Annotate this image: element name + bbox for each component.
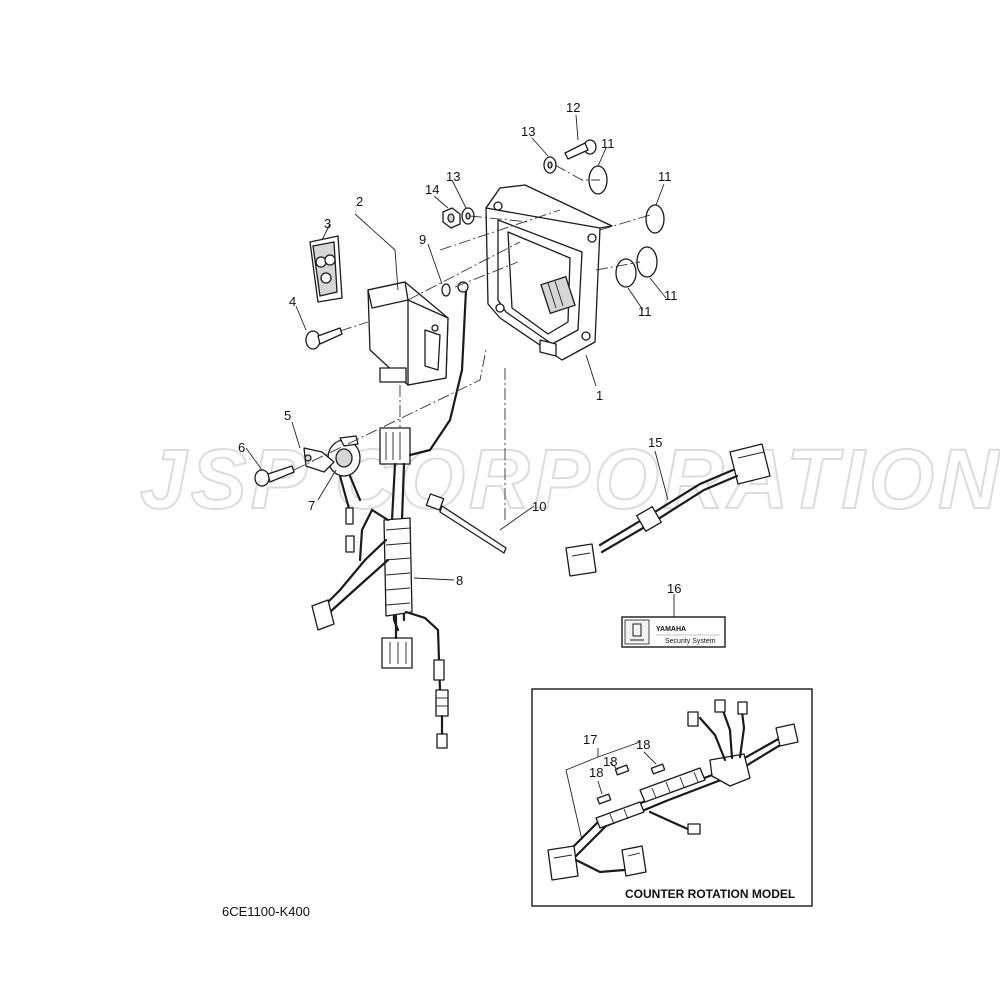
part-cable-tie [425,493,507,554]
callout-4: 4 [289,294,296,309]
callout-7: 7 [308,498,315,513]
callout-18b: 18 [603,754,617,769]
callout-1: 1 [596,388,603,403]
callout-2: 2 [356,194,363,209]
callout-3: 3 [324,216,331,231]
part-label-sticker: YAMAHA Security System [621,616,726,648]
watermark-text: JSP CORPORATION [140,432,1000,526]
part-control-unit [367,281,449,386]
callout-5: 5 [284,408,291,423]
callout-18a: 18 [589,765,603,780]
part-bolt-12 [564,139,597,160]
callout-10: 10 [532,499,546,514]
part-extension-lead [565,443,771,577]
part-screw-4 [305,327,343,350]
callout-17: 17 [583,732,597,747]
part-washers-13 [461,156,557,225]
sticker-line: Security System [665,638,716,645]
callouts: 1 2 3 4 5 6 7 8 9 10 11 11 11 11 12 13 1… [238,100,681,596]
part-buzzer [327,435,362,525]
watermark: JSP CORPORATION [139,431,1000,527]
callout-11d: 11 [638,304,652,319]
callout-13b: 13 [446,169,460,184]
inset-panel: 17 18 18 18 COUNTER ROTATION MODEL [531,688,813,907]
sticker-brand: YAMAHA [656,626,686,633]
callout-15: 15 [648,435,662,450]
part-washer-9 [441,283,451,297]
callout-11b: 11 [658,169,672,184]
part-wire-harness [311,281,469,749]
callout-13a: 13 [521,124,535,139]
callout-14: 14 [425,182,439,197]
part-housing [485,184,613,361]
part-nut-14 [442,207,461,229]
callout-18c: 18 [636,737,650,752]
part-key-fob [309,235,343,303]
inset-title: COUNTER ROTATION MODEL [625,887,795,901]
diagram-code: 6CE1100-K400 [222,904,310,919]
callout-12: 12 [566,100,580,115]
leader-lines [245,114,675,617]
callout-6: 6 [238,440,245,455]
callout-9: 9 [419,232,426,247]
part-clip [303,447,335,473]
callout-11c: 11 [664,288,678,303]
part-screw-7 [254,465,295,487]
callout-11a: 11 [601,136,615,151]
assembly-lines [293,164,651,520]
callout-16: 16 [667,581,681,596]
callout-8: 8 [456,573,463,588]
